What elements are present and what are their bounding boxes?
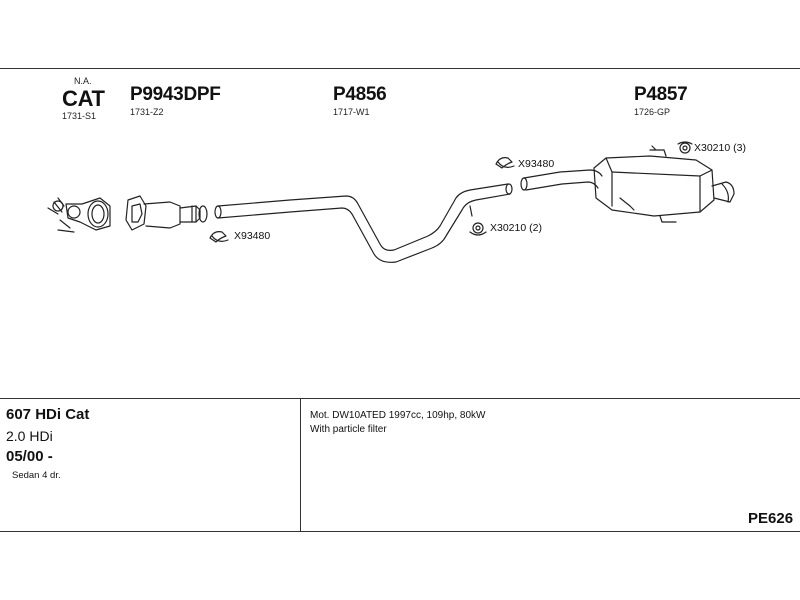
callout-clamp-right[interactable]: X93480	[518, 158, 555, 170]
catalytic-converter-drawing	[47, 197, 111, 233]
vehicle-model: 607 HDi Cat	[6, 406, 90, 423]
vehicle-date: 05/00 -	[6, 448, 53, 465]
clamp-right-drawing	[495, 157, 515, 169]
vehicle-engine: 2.0 HDi	[6, 428, 53, 444]
mount-middle-drawing	[469, 205, 487, 236]
rear-silencer-drawing	[520, 145, 735, 223]
middle-pipe-drawing	[214, 183, 513, 263]
mount-rear-drawing	[677, 141, 693, 154]
spec-filter: With particle filter	[310, 424, 387, 435]
vertical-divider	[300, 398, 301, 532]
part-code-rear-silencer[interactable]: P4857	[634, 84, 688, 105]
diagram-frame	[0, 68, 800, 532]
part-code-cat[interactable]: CAT	[62, 86, 105, 111]
part-code-dpf[interactable]: P9943DPF	[130, 84, 221, 105]
part-sub-middle-pipe: 1717-W1	[333, 107, 370, 117]
callout-mount-rear[interactable]: X30210 (3)	[694, 142, 746, 154]
vehicle-body: Sedan 4 dr.	[12, 470, 61, 481]
callout-mount-middle[interactable]: X30210 (2)	[490, 222, 542, 234]
particle-filter-drawing	[125, 195, 208, 231]
part-sub-cat: 1731-S1	[62, 111, 97, 121]
na-note: N.A.	[74, 76, 92, 86]
spec-engine: Mot. DW10ATED 1997cc, 109hp, 80kW	[310, 410, 486, 421]
part-sub-dpf: 1731-Z2	[130, 107, 164, 117]
reference-code: PE626	[748, 510, 794, 527]
clamp-left-drawing	[209, 231, 229, 243]
callout-clamp-left[interactable]: X93480	[234, 230, 271, 242]
horizontal-divider	[0, 398, 800, 399]
part-sub-rear-silencer: 1726-GP	[634, 107, 671, 117]
part-code-middle-pipe[interactable]: P4856	[333, 84, 387, 105]
